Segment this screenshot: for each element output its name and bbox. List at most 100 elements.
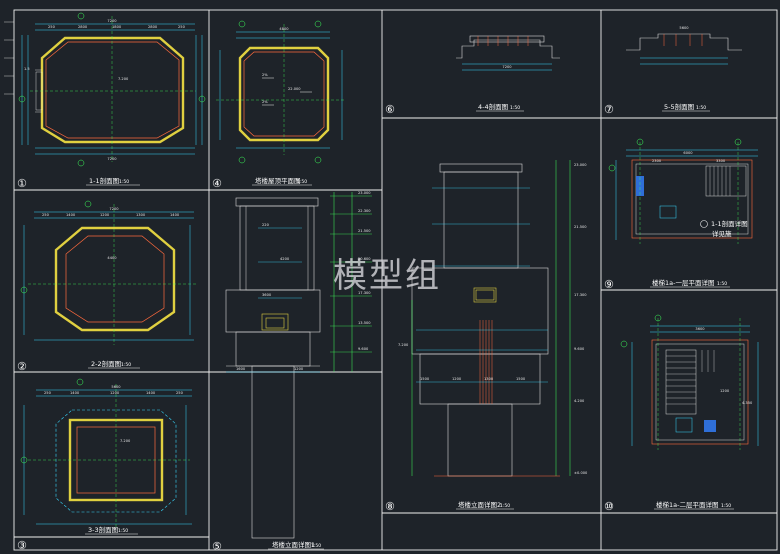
panel-2-title: 2-2剖面图 bbox=[91, 359, 121, 368]
p3-sub-1: 1400 bbox=[70, 391, 80, 395]
p10-sub: 1200 bbox=[720, 389, 730, 393]
panel-4-title: 塔楼屋顶平面图 bbox=[255, 176, 301, 185]
panel-7-number: ⑦ bbox=[604, 103, 614, 116]
sheet-frame bbox=[13, 9, 778, 551]
panel-8-number: ⑧ bbox=[385, 500, 395, 513]
panel-9-number: ⑨ bbox=[604, 278, 614, 291]
p10-top-dim: 3600 bbox=[695, 327, 705, 331]
panel-10-scale: 1:50 bbox=[721, 503, 731, 509]
p3-sub-2: 1200 bbox=[110, 391, 120, 395]
p5-tick-3: 1600 bbox=[236, 367, 246, 371]
p3-sub-3: 1400 bbox=[146, 391, 156, 395]
p2-sub-2: 1200 bbox=[100, 213, 110, 217]
p8-bottom-1: 1200 bbox=[452, 377, 462, 381]
panel-9-stair-ground: 6000 2300 3300 1-1剖面详图 详见施 ⑨ 楼梯1a-一层平面详图… bbox=[604, 138, 758, 291]
p1-sub-dim-2: 1800 bbox=[112, 25, 122, 29]
panel-5-title: 塔楼立面详图1 bbox=[272, 540, 315, 549]
panel-3-number: ③ bbox=[17, 539, 27, 552]
p1-left-dim: 1.5 bbox=[24, 67, 30, 71]
panel-9-scale: 1:50 bbox=[717, 281, 727, 287]
panel-7-scale: 1:50 bbox=[696, 105, 706, 111]
panel-4-number: ④ bbox=[212, 177, 222, 190]
panel-9-title: 楼梯1a-一层平面详图 bbox=[652, 278, 714, 287]
watermark: 模型组 bbox=[333, 256, 441, 296]
p2-top-dim: 7200 bbox=[109, 207, 119, 211]
panel-2-2-section: 7200 4400 250 1400 1200 1300 1400 ② 2-2剖… bbox=[17, 200, 196, 373]
panel-1-title: 1-1剖面图 bbox=[89, 176, 119, 185]
panel-3-scale: 1:50 bbox=[118, 528, 128, 534]
panel-8-title: 塔楼立面详图2 bbox=[458, 500, 501, 509]
p3-top-dim: 5600 bbox=[111, 385, 121, 389]
p2-sub-0: 250 bbox=[42, 213, 50, 217]
panel-1-1-section: 7200 7200 250 2800 1800 2800 250 7.200 1… bbox=[17, 12, 206, 190]
p4-top-dim: 4800 bbox=[279, 27, 289, 31]
panel-8-scale: 1:50 bbox=[500, 503, 510, 509]
panel-10-number: ⑩ bbox=[604, 500, 614, 513]
panel-6-4-4-section: 7200 ⑥ 4-4剖面图 1:50 bbox=[385, 35, 560, 116]
p8-bottom-3: 1500 bbox=[516, 377, 526, 381]
p5-elev-4: 17.300 bbox=[358, 291, 371, 295]
p9-sub-1: 3300 bbox=[716, 159, 726, 163]
p3-sub-0: 250 bbox=[44, 391, 52, 395]
panel-10-title: 楼梯1a-二层平面详图 bbox=[656, 500, 718, 509]
p5-tick-2: 3600 bbox=[262, 293, 272, 297]
p5-elev-5: 13.500 bbox=[358, 321, 371, 325]
p8-left-elev: 7.200 bbox=[398, 343, 409, 347]
panel-4-roof-plan: 4800 22.000 2% 2% ④ 塔楼屋顶平面图 1:50 bbox=[212, 20, 346, 190]
p4-slope-1: 2% bbox=[262, 73, 268, 77]
p1-room-elev: 7.200 bbox=[118, 77, 129, 81]
p1-sub-dim-0: 250 bbox=[48, 25, 56, 29]
p8-bottom-2: 1300 bbox=[484, 377, 494, 381]
panel-2-number: ② bbox=[17, 360, 27, 373]
p5-elev-6: 9.600 bbox=[358, 347, 369, 351]
p9-top-dim: 6000 bbox=[683, 151, 693, 155]
p3-room-elev: 7.200 bbox=[120, 439, 131, 443]
p8-bottom-0: 1500 bbox=[420, 377, 430, 381]
p5-elev-1: 22.300 bbox=[358, 209, 371, 213]
p9-see-note: 详见施 bbox=[712, 229, 732, 238]
p5-elev-2: 21.500 bbox=[358, 229, 371, 233]
p2-sub-4: 1400 bbox=[170, 213, 180, 217]
p9-sub-0: 2300 bbox=[652, 159, 662, 163]
panel-10-stair-second: 3600 1200 4.350 ⑩ 楼梯1a-二层平面详图 1:50 bbox=[604, 314, 759, 513]
p8-elev-0: 23.000 bbox=[574, 163, 587, 167]
panel-8-elevation-2: 23.000 21.500 17.300 9.600 4.200 ±0.000 … bbox=[385, 160, 588, 513]
p1-sub-dim-4: 250 bbox=[178, 25, 186, 29]
panel-2-scale: 1:50 bbox=[121, 362, 131, 368]
p7-width: 5600 bbox=[679, 26, 689, 30]
panel-4-scale: 1:50 bbox=[297, 179, 307, 185]
p6-width: 7200 bbox=[502, 65, 512, 69]
p5-tick-0: 220 bbox=[262, 223, 270, 227]
p8-elev-4: 17.300 bbox=[574, 293, 587, 297]
p8-elev-6: 9.600 bbox=[574, 347, 585, 351]
panel-6-number: ⑥ bbox=[385, 103, 395, 116]
p1-sub-dim-3: 2800 bbox=[148, 25, 158, 29]
panel-7-5-5-section: 5600 ⑦ 5-5剖面图 1:50 bbox=[604, 26, 742, 116]
p4-elev: 22.000 bbox=[288, 87, 301, 91]
p2-room-dim: 4400 bbox=[107, 256, 117, 260]
p1-top-dim: 7200 bbox=[107, 19, 117, 23]
p8-elev-10: ±0.000 bbox=[574, 471, 588, 475]
p2-sub-3: 1300 bbox=[136, 213, 146, 217]
p1-sub-dim-1: 2800 bbox=[78, 25, 88, 29]
panel-7-title: 5-5剖面图 bbox=[664, 102, 694, 111]
panel-5-number: ⑤ bbox=[212, 540, 222, 553]
panel-3-3-section: 5600 7.200 250 1400 1200 1400 250 ③ 3-3剖… bbox=[17, 378, 192, 552]
panel-3-title: 3-3剖面图 bbox=[88, 525, 118, 534]
panel-1-number: ① bbox=[17, 177, 27, 190]
p3-sub-4: 250 bbox=[176, 391, 184, 395]
p8-elev-2: 21.500 bbox=[574, 225, 587, 229]
panel-6-title: 4-4剖面图 bbox=[478, 102, 508, 111]
p5-tick-4: 1200 bbox=[294, 367, 304, 371]
panel-5-scale: 1:50 bbox=[311, 543, 321, 549]
p1-bottom-dim: 7200 bbox=[107, 157, 117, 161]
p4-slope-2: 2% bbox=[262, 100, 268, 104]
p5-elev-0: 23.000 bbox=[358, 191, 371, 195]
p5-tick-1: 4200 bbox=[280, 257, 290, 261]
panel-5-elevation-1: 23.000 22.300 21.500 20.600 17.300 13.50… bbox=[212, 191, 372, 553]
panel-6-scale: 1:50 bbox=[510, 105, 520, 111]
panel-1-scale: 1:50 bbox=[119, 179, 129, 185]
p10-elev: 4.350 bbox=[742, 401, 753, 405]
p2-sub-1: 1400 bbox=[66, 213, 76, 217]
